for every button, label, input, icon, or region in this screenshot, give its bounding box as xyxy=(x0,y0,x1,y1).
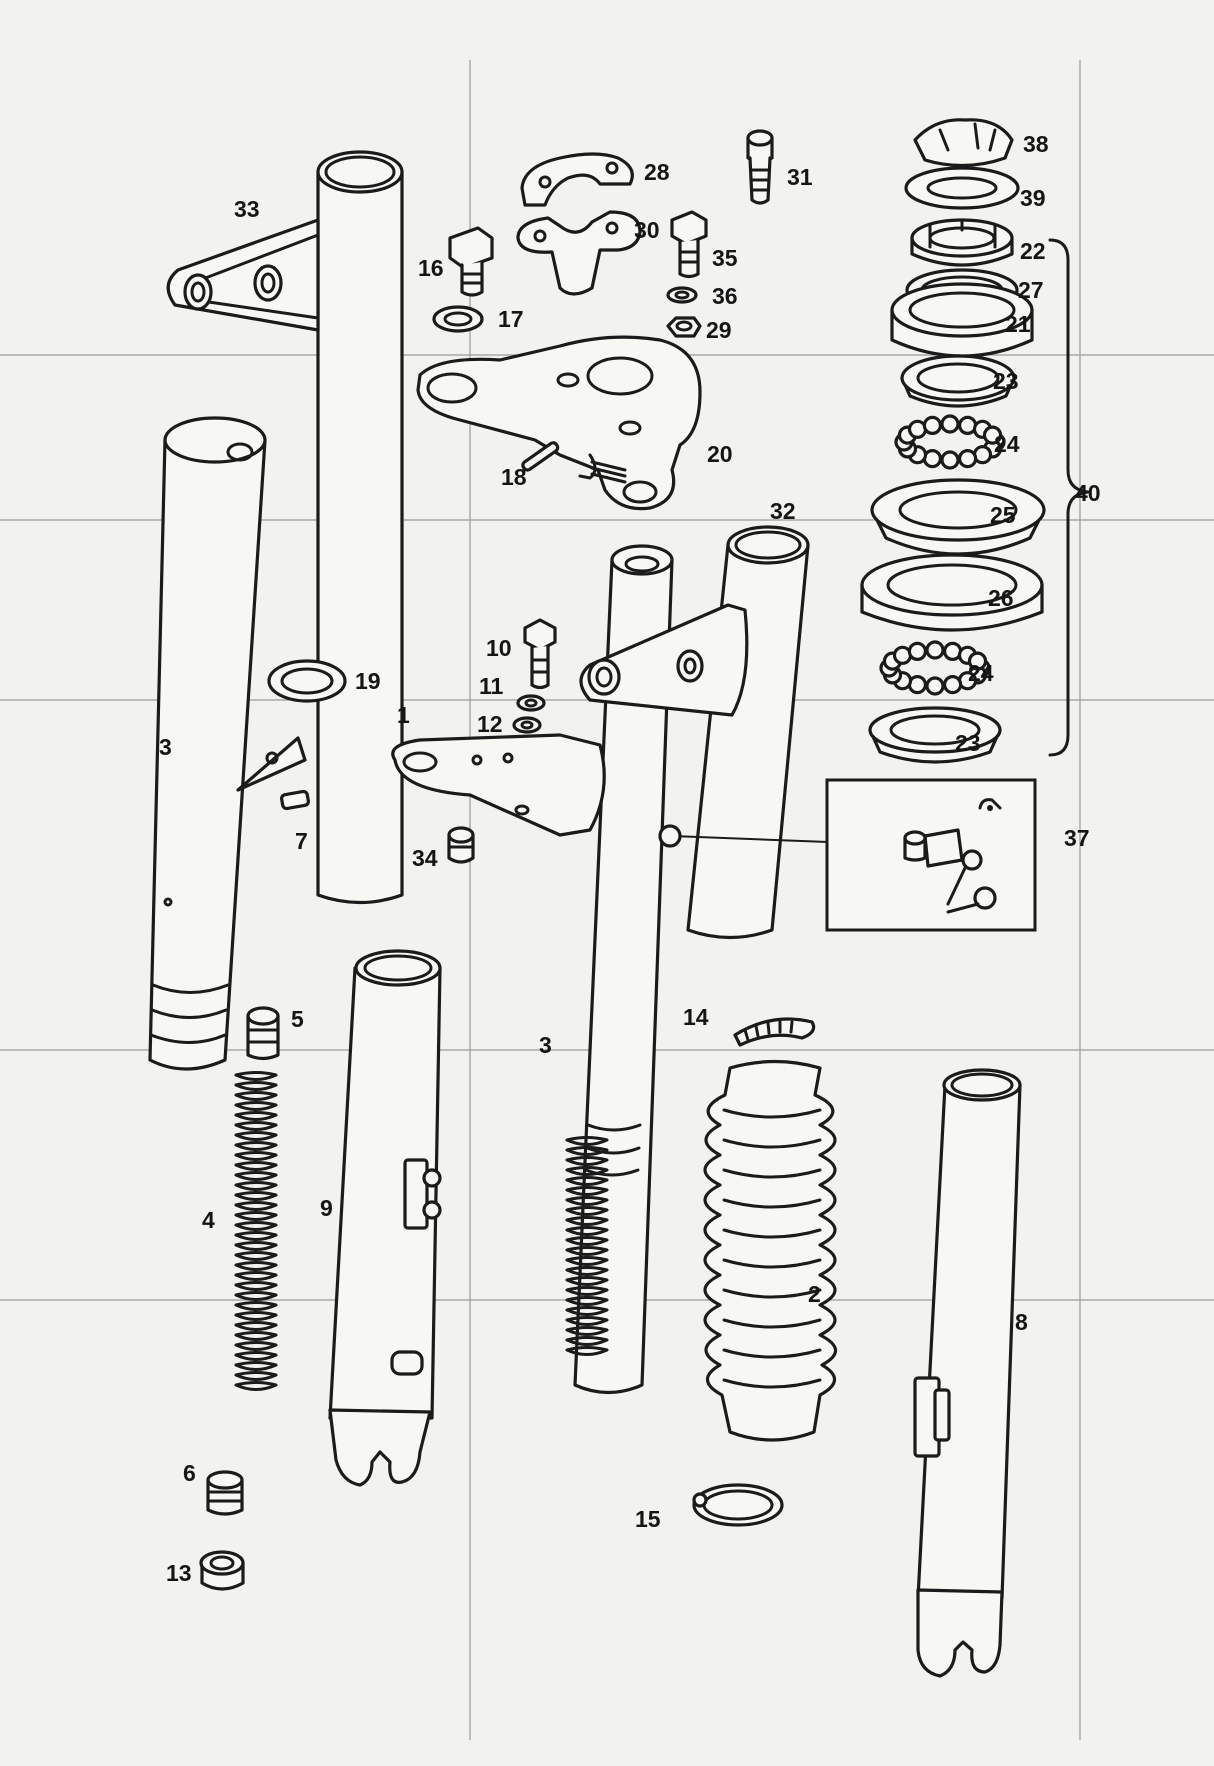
callout-29: 29 xyxy=(706,317,732,343)
bearing-ball xyxy=(925,640,945,660)
part-8-lower-slider-right xyxy=(913,1068,1022,1678)
bearing-ball xyxy=(940,414,960,434)
bearing-ball xyxy=(982,425,1003,445)
callout-7: 7 xyxy=(295,828,308,854)
part-12-washer xyxy=(512,716,542,734)
callout-17: 17 xyxy=(498,306,524,332)
callout-20: 20 xyxy=(707,441,733,467)
part-17-washer xyxy=(432,305,484,333)
bearing-ball xyxy=(967,651,988,671)
callout-23-lower: 23 xyxy=(955,730,981,756)
callout-22: 22 xyxy=(1020,238,1046,264)
callout-15: 15 xyxy=(635,1506,661,1532)
part-23-crown-race xyxy=(868,706,1002,764)
callout-27: 27 xyxy=(1018,277,1044,303)
part-4-spring-left xyxy=(234,1071,278,1391)
part-19-seal-washer xyxy=(267,659,347,703)
part-26-frame-cup xyxy=(860,553,1044,632)
callout-39: 39 xyxy=(1020,185,1046,211)
part-14-hose-clamp xyxy=(733,1017,816,1047)
callout-37: 37 xyxy=(1064,825,1090,851)
part-3-stanchion-left xyxy=(148,416,267,1071)
callout-36: 36 xyxy=(712,283,738,309)
part-31-socket-screw xyxy=(746,129,774,205)
callout-26: 26 xyxy=(988,585,1014,611)
callout-30: 30 xyxy=(634,217,660,243)
callout-13: 13 xyxy=(166,1560,192,1586)
part-29-hex-nut xyxy=(666,316,702,338)
callout-3-right: 3 xyxy=(539,1032,552,1058)
callout-21: 21 xyxy=(1005,311,1031,337)
part-39-washer xyxy=(904,166,1020,210)
part-37-ignition-lock-box xyxy=(825,778,1037,932)
callout-1: 1 xyxy=(397,702,410,728)
callout-18: 18 xyxy=(501,464,527,490)
bracket-40 xyxy=(1048,238,1090,757)
callout-32: 32 xyxy=(770,498,796,524)
part-34-grommet xyxy=(447,826,475,864)
callout-12: 12 xyxy=(477,711,503,737)
part-spring-right xyxy=(565,1136,609,1356)
part-1-lower-yoke xyxy=(391,733,606,837)
part-10-bolt xyxy=(523,618,557,690)
part-25-lower-cup xyxy=(870,478,1046,556)
part-24-balls-upper xyxy=(894,414,1006,470)
callout-8: 8 xyxy=(1015,1309,1028,1335)
part-16-hex-bolt xyxy=(448,226,494,297)
callout-11: 11 xyxy=(479,673,504,699)
callout-5: 5 xyxy=(291,1006,304,1032)
part-30-clamp-lower xyxy=(516,210,642,296)
part-6-drain-screw xyxy=(206,1470,244,1516)
callout-35: 35 xyxy=(712,245,738,271)
part-21-upper-cup xyxy=(890,282,1034,358)
bearing-ball xyxy=(940,450,960,470)
part-7-pin xyxy=(280,789,310,811)
part-28-clamp-upper xyxy=(520,152,634,207)
callout-40: 40 xyxy=(1075,480,1101,506)
callout-34: 34 xyxy=(412,845,438,871)
callout-10: 10 xyxy=(486,635,512,661)
callout-33: 33 xyxy=(234,196,260,222)
part-9-lower-slider-left xyxy=(328,949,442,1487)
part-5-socket-bolt xyxy=(246,1006,280,1061)
part-38-top-nut xyxy=(913,118,1014,168)
bearing-ball xyxy=(942,674,963,695)
part-33-outer-tube-left xyxy=(166,150,404,905)
part-18-pin xyxy=(521,441,560,472)
callout-2: 2 xyxy=(808,1281,821,1307)
lock-housing xyxy=(658,824,682,848)
callout-19: 19 xyxy=(355,668,381,694)
part-35-hex-bolt xyxy=(670,210,708,279)
bearing-ball xyxy=(925,676,945,696)
callout-24-lower: 24 xyxy=(968,660,994,686)
part-24-balls-lower xyxy=(879,640,991,696)
bearing-ball xyxy=(922,415,943,435)
callout-9: 9 xyxy=(320,1195,333,1221)
part-23-cone-upper xyxy=(900,354,1016,408)
part-11-washer xyxy=(516,694,546,712)
part-22-slotted-nut xyxy=(910,218,1014,267)
part-20-upper-yoke xyxy=(416,335,702,511)
part-13-spacer xyxy=(199,1550,245,1591)
callout-25: 25 xyxy=(990,502,1016,528)
part-36-lock-washer xyxy=(666,286,698,304)
callout-31: 31 xyxy=(787,164,813,190)
bearing-ball xyxy=(907,641,928,662)
leader-line-37 xyxy=(671,835,829,843)
callout-6: 6 xyxy=(183,1460,196,1486)
callout-23-upper: 23 xyxy=(993,368,1019,394)
callout-3-left: 3 xyxy=(159,734,172,760)
callout-14: 14 xyxy=(683,1004,709,1030)
part-15-snap-ring xyxy=(692,1483,784,1527)
part-bracket-plate xyxy=(236,736,307,792)
part-2-rubber-boot xyxy=(703,1059,838,1442)
callout-38: 38 xyxy=(1023,131,1049,157)
callout-28: 28 xyxy=(644,159,670,185)
callout-16: 16 xyxy=(418,255,444,281)
callout-24-upper: 24 xyxy=(994,431,1020,457)
callout-4: 4 xyxy=(202,1207,215,1233)
bearing-ball xyxy=(957,449,978,469)
